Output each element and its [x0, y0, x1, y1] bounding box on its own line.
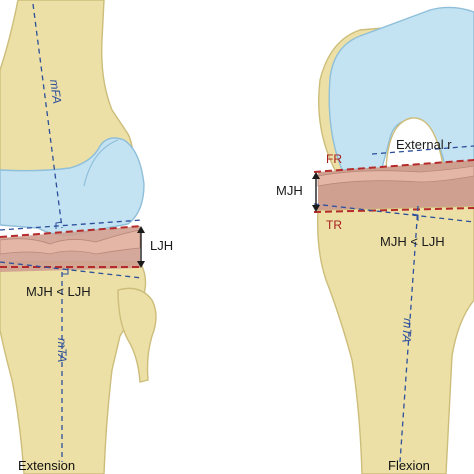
- extension-upper-tangent: [0, 219, 143, 231]
- flexion-tibia: [317, 205, 474, 474]
- extension-lower-tangent: [0, 261, 143, 279]
- flexion-mjh-arrowhead-bottom: [312, 205, 320, 212]
- flexion-tibial-axis-label: mTA: [399, 318, 415, 343]
- flexion-tibial-axis: [399, 205, 419, 463]
- flexion-mjh-label: MJH: [276, 183, 303, 198]
- extension-ljh-arrowhead-top: [137, 226, 145, 233]
- flexion-knee: FR TR MJH External r MJH < LJH mTA Flexi…: [276, 6, 474, 474]
- flexion-caption: Flexion: [388, 458, 430, 473]
- flexion-external-label: External r: [396, 137, 452, 152]
- extension-ljh-label: LJH: [150, 238, 173, 253]
- flexion-tibial-reference-label: TR: [326, 218, 342, 232]
- flexion-femoral-reference-line: [313, 159, 474, 173]
- flexion-meniscus: [317, 165, 474, 187]
- extension-femoral-axis: [32, 3, 63, 229]
- extension-ljh-arrowhead-bottom: [137, 261, 145, 268]
- flexion-femoral-reference-label: FR: [326, 152, 342, 166]
- extension-right-angle-bottom: [62, 268, 69, 275]
- extension-femoral-reference-line: [0, 225, 143, 238]
- extension-femoral-axis-label: mFA: [47, 78, 64, 104]
- extension-fibula: [117, 287, 157, 383]
- flexion-right-angle: [411, 213, 419, 221]
- flexion-relation-label: MJH < LJH: [380, 234, 445, 249]
- extension-relation-label: MJH < LJH: [26, 284, 91, 299]
- flexion-condyle-notch: [385, 117, 445, 173]
- extension-right-angle-top: [55, 221, 63, 229]
- flexion-mjh-arrowhead-top: [312, 172, 320, 179]
- extension-knee: mFA mTA LJH MJH < LJH Extension: [0, 0, 173, 474]
- extension-condyle-outline: [83, 139, 119, 187]
- extension-meniscus: [0, 229, 141, 255]
- flexion-tibial-reference-line: [313, 207, 474, 213]
- extension-tibial-axis-label: mTA: [55, 338, 69, 362]
- flexion-upper-tangent: [371, 145, 474, 155]
- extension-caption: Extension: [18, 458, 75, 473]
